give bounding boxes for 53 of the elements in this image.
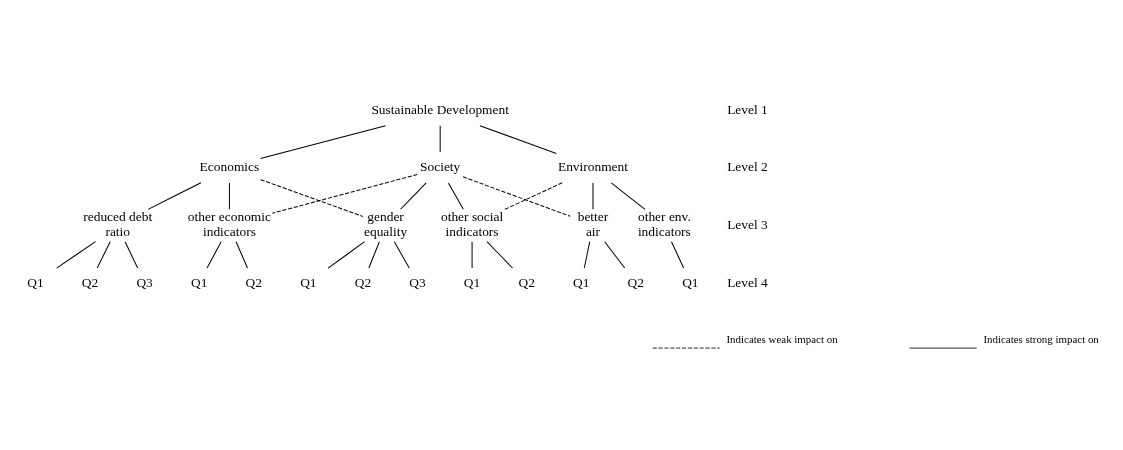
node-text: other economic indicators xyxy=(187,208,271,239)
label: Level 3 xyxy=(727,216,768,232)
connector xyxy=(447,181,464,210)
connector xyxy=(479,124,557,154)
label: Level 4 xyxy=(727,274,768,290)
label: Level 2 xyxy=(727,158,768,174)
connector xyxy=(368,240,380,269)
node-text: Q1 xyxy=(191,274,208,290)
connector xyxy=(583,240,591,269)
connector xyxy=(228,181,230,210)
node-text: Q1 xyxy=(27,274,44,290)
connector xyxy=(503,181,563,210)
connector xyxy=(96,240,111,269)
node-text: other social indicators xyxy=(440,208,504,239)
node-text: Q1 xyxy=(300,274,317,290)
connector xyxy=(206,240,222,269)
node-text: Sustainable Development xyxy=(371,101,509,117)
connector xyxy=(610,181,646,210)
connector xyxy=(147,181,202,210)
node-text: Q3 xyxy=(136,274,153,290)
legend-label: Indicates weak impact on xyxy=(726,332,838,345)
node-text: Economics xyxy=(199,158,260,174)
node-text: reduced debt ratio xyxy=(83,208,153,239)
connector xyxy=(670,240,685,269)
node-text: better air xyxy=(577,208,609,239)
connector xyxy=(124,240,139,269)
connector xyxy=(462,175,571,217)
connector xyxy=(271,173,418,214)
node-text: Q2 xyxy=(245,274,262,290)
legend-label: Indicates strong impact on xyxy=(983,332,1099,345)
connector xyxy=(260,178,364,217)
node-text: Q1 xyxy=(682,274,699,290)
node-text: Q1 xyxy=(463,274,481,290)
connector xyxy=(393,240,410,269)
connector xyxy=(235,240,248,269)
node-text: Q2 xyxy=(81,274,99,290)
node-text: Q2 xyxy=(627,274,645,290)
connector xyxy=(604,240,626,269)
node-text: Q2 xyxy=(518,274,535,290)
connector xyxy=(486,240,514,269)
node-text: Q1 xyxy=(573,274,590,290)
connector xyxy=(400,181,427,210)
connector xyxy=(439,124,441,153)
node-text: other env. indicators xyxy=(637,208,691,239)
connector xyxy=(327,240,365,269)
node-text: Q2 xyxy=(354,274,372,290)
connector xyxy=(260,124,387,159)
label: Level 1 xyxy=(727,101,768,117)
node-text: Society xyxy=(420,158,461,174)
node-text: Q3 xyxy=(409,274,426,290)
connector xyxy=(56,240,96,269)
node-text: gender equality xyxy=(363,208,408,239)
node-text: Environment xyxy=(557,158,629,174)
